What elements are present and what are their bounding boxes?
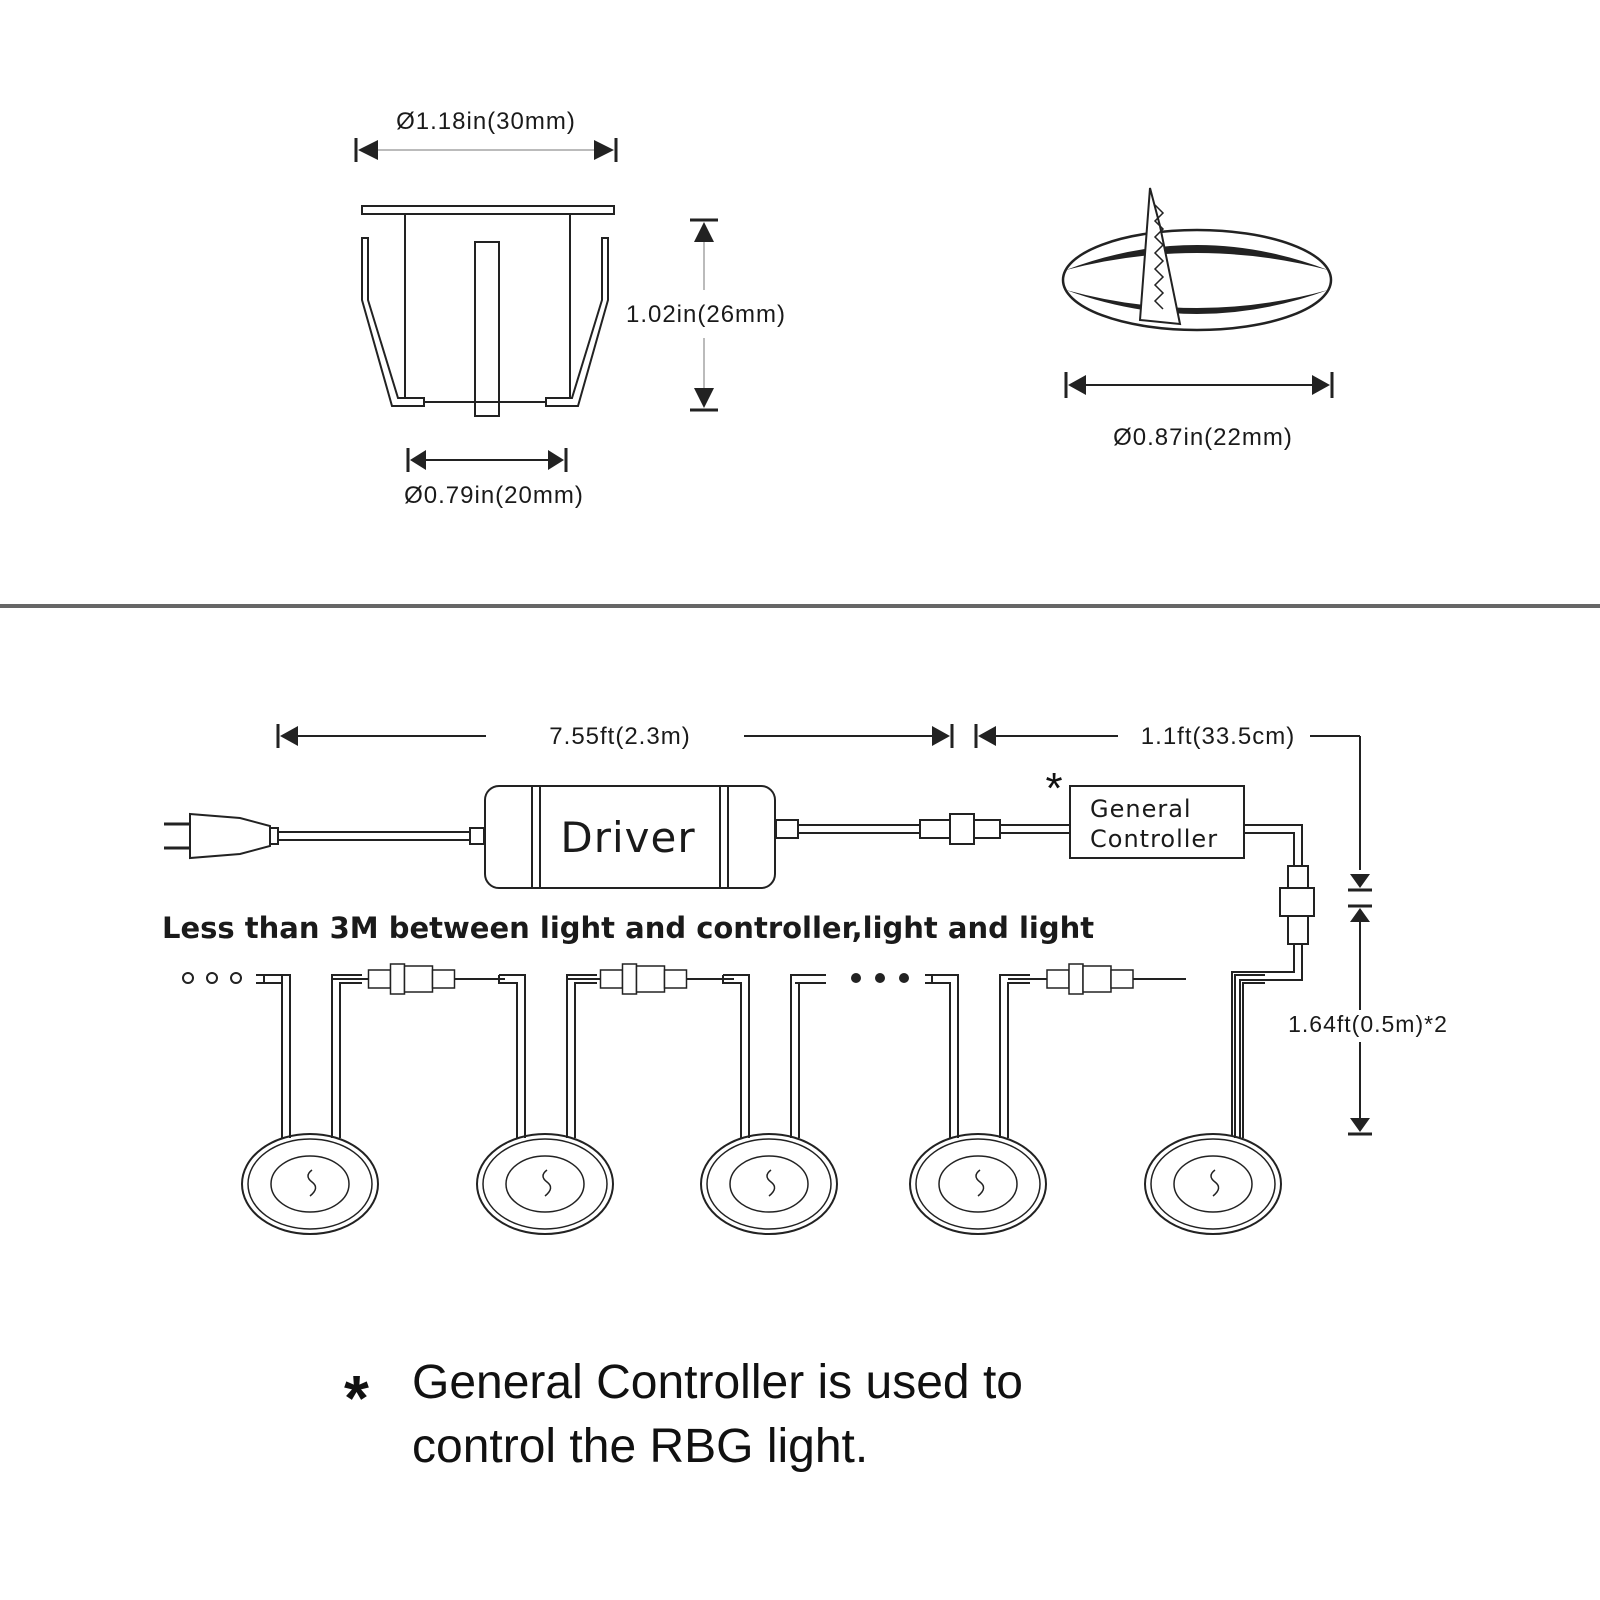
dim-height: 1.02in(26mm) <box>626 218 786 412</box>
driver-box: Driver <box>484 785 776 889</box>
light-lens <box>505 1155 585 1213</box>
light-lead-length: 1.64ft(0.5m)*2 <box>1288 1011 1448 1037</box>
light-lead-wire <box>264 974 291 1138</box>
light-lead-wire <box>498 975 518 1138</box>
connector-2 <box>1279 865 1315 945</box>
continuation-dots-left <box>182 972 242 984</box>
light-lead-wire <box>931 975 951 1138</box>
light-lead-wire <box>1007 982 1030 1138</box>
light-side-view <box>361 205 615 417</box>
footnote-asterisk: * <box>344 1362 369 1434</box>
light-glyph-icon <box>975 1169 985 1197</box>
height-label: 1.02in(26mm) <box>626 301 786 328</box>
plug-end <box>1110 969 1134 989</box>
driver-cable-length: 7.55ft(2.3m) <box>549 723 690 750</box>
continuation-dots-middle <box>851 973 909 983</box>
light-lead-wire <box>790 974 821 1138</box>
dim-driver-cable: 7.55ft(2.3m) <box>276 723 954 750</box>
light-chain <box>241 963 1282 1235</box>
light-lead-wire <box>331 974 362 1138</box>
connector-nut <box>621 963 638 995</box>
right-clip <box>545 237 609 407</box>
light-lead-wire <box>339 982 362 1138</box>
light-lead-wire <box>499 974 526 1138</box>
driver-label: Driver <box>560 813 695 862</box>
controller-label-line2: Controller <box>1090 825 1218 853</box>
controller-asterisk: * <box>1045 764 1062 813</box>
light-fixture-rim <box>247 1138 373 1230</box>
light-lens <box>1173 1155 1253 1213</box>
dim-inner-diameter: Ø0.79in(20mm) <box>404 448 584 509</box>
left-clip <box>361 237 425 407</box>
hole-diameter-label: Ø0.87in(22mm) <box>1113 424 1293 451</box>
open-lead-end <box>925 974 950 984</box>
light-glyph-icon <box>542 1169 552 1197</box>
connector-body <box>403 965 434 993</box>
controller-label-line1: General <box>1090 795 1192 823</box>
distance-note: Less than 3M between light and controlle… <box>162 911 1094 945</box>
light-fixture-rim <box>482 1138 608 1230</box>
plug-end <box>663 969 688 989</box>
light-fixture <box>700 1133 838 1235</box>
light-fixture <box>909 1133 1047 1235</box>
light-glyph-icon <box>766 1169 776 1197</box>
light-lead-wire <box>566 974 597 1138</box>
outer-diameter-label: Ø1.18in(30mm) <box>396 108 576 135</box>
connector-1 <box>919 813 1001 845</box>
plug-end <box>1046 969 1070 989</box>
open-lead-end <box>256 974 283 984</box>
light-glyph-icon <box>307 1169 317 1197</box>
plug-end <box>431 969 456 989</box>
dim-light-lead: 1.64ft(0.5m)*2 <box>1288 874 1448 1136</box>
connector-nut <box>389 963 406 995</box>
flange <box>361 205 615 215</box>
light-fixture-rim <box>706 1138 832 1230</box>
controller-cable-length: 1.1ft(33.5cm) <box>1141 723 1295 750</box>
center-post <box>474 241 500 417</box>
light-lead-wire <box>932 974 959 1138</box>
connector-body <box>635 965 666 993</box>
power-plug <box>164 812 279 860</box>
light-fixture <box>476 1133 614 1235</box>
dim-controller-cable: 1.1ft(33.5cm) <box>974 723 1361 870</box>
dim-hole-diameter: Ø0.87in(22mm) <box>1064 372 1334 451</box>
light-lead-wire <box>722 975 742 1138</box>
inner-diameter-label: Ø0.79in(20mm) <box>404 482 584 509</box>
footnote-line1: General Controller is used to <box>412 1356 1023 1409</box>
light-lead-wire <box>723 974 750 1138</box>
light-lead-wire <box>798 982 821 1138</box>
footnote-line2: control the RBG light. <box>412 1420 868 1473</box>
footnote: * General Controller is used to control … <box>344 1356 1023 1473</box>
connector-nut <box>1068 963 1084 995</box>
drilled-hole <box>1061 187 1333 332</box>
general-controller-box: * General Controller <box>1045 764 1245 859</box>
light-fixture <box>1144 1133 1282 1235</box>
light-lens <box>270 1155 350 1213</box>
light-lead-wire <box>574 982 597 1138</box>
light-fixture-rim <box>1150 1138 1276 1230</box>
light-fixture <box>241 1133 379 1235</box>
connector-body <box>1082 965 1112 993</box>
plug-end <box>599 969 624 989</box>
light-lens <box>938 1155 1018 1213</box>
light-lead-wire <box>1234 974 1265 1138</box>
light-lead-wire <box>1242 982 1265 1138</box>
light-glyph-icon <box>1210 1169 1220 1197</box>
light-lead-wire <box>999 974 1030 1138</box>
light-lens <box>729 1155 809 1213</box>
open-lead-end <box>795 974 826 984</box>
light-lead-wire <box>263 975 283 1138</box>
dim-outer-diameter: Ø1.18in(30mm) <box>354 108 618 162</box>
light-fixture-rim <box>915 1138 1041 1230</box>
plug-end <box>367 969 392 989</box>
